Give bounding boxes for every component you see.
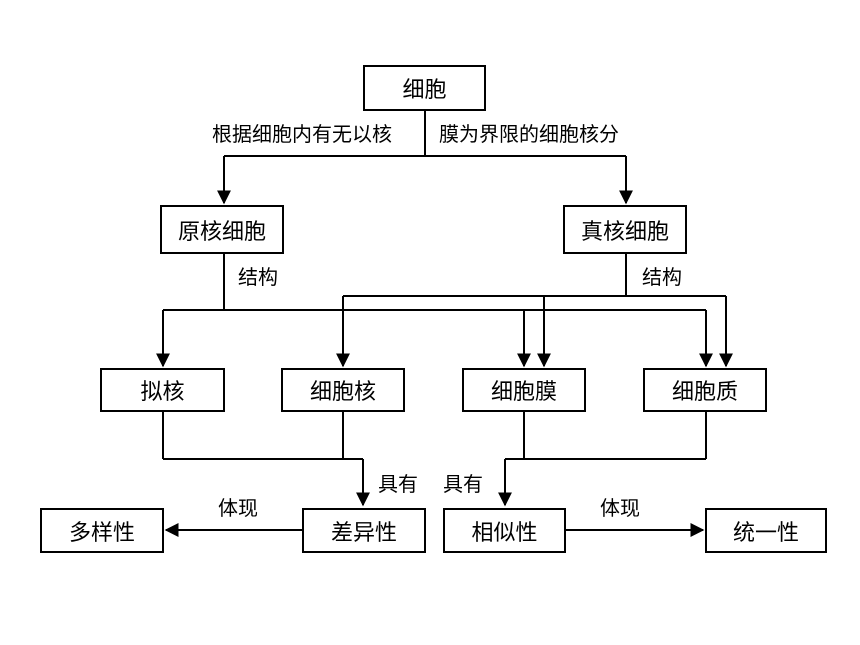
label-embody-right: 体现 <box>600 496 640 520</box>
node-similarity: 相似性 <box>443 508 566 553</box>
label-classification-right: 膜为界限的细胞核分 <box>435 124 619 144</box>
node-nucleus: 细胞核 <box>281 368 405 412</box>
node-prokaryote: 原核细胞 <box>160 205 284 254</box>
node-unity: 统一性 <box>705 508 827 553</box>
label-classification-left: 根据细胞内有无以核 <box>212 124 396 144</box>
node-eukaryote: 真核细胞 <box>563 205 687 254</box>
label-structure-right: 结构 <box>642 265 682 289</box>
node-membrane: 细胞膜 <box>462 368 586 412</box>
label-have-left: 具有 <box>378 472 418 496</box>
node-nucleoid: 拟核 <box>100 368 225 412</box>
node-cytoplasm: 细胞质 <box>643 368 767 412</box>
node-difference: 差异性 <box>302 508 426 553</box>
node-cell: 细胞 <box>363 65 486 111</box>
label-structure-left: 结构 <box>238 265 278 289</box>
label-have-right: 具有 <box>443 472 483 496</box>
label-embody-left: 体现 <box>218 496 258 520</box>
node-diversity: 多样性 <box>40 508 164 553</box>
